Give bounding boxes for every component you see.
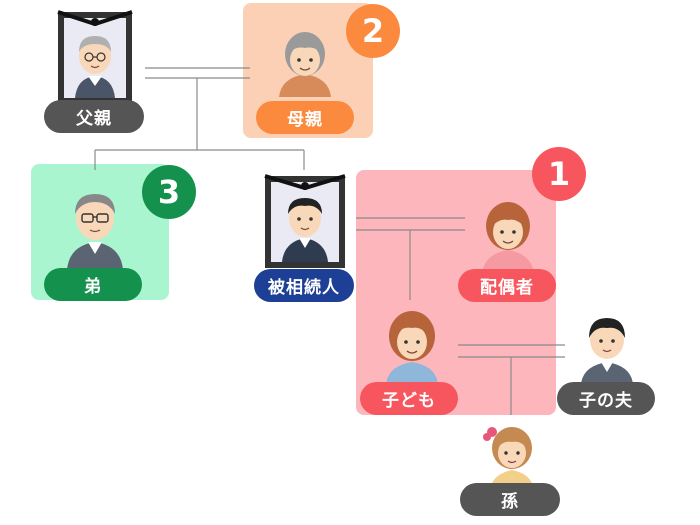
rank-2-badge: 2 [346,4,400,58]
girl-icon [483,427,534,490]
young-man-icon [581,318,633,384]
woman-icon [482,202,534,274]
father-label: 父親 [44,100,144,133]
rank-1-badge: 1 [532,147,586,201]
young-woman-icon [386,311,438,384]
memorial-portrait-man-icon [264,174,346,268]
spouse-label: 配偶者 [458,269,556,302]
grandchild-label: 孫 [460,483,560,516]
mother-label: 母親 [256,101,354,134]
decedent-label: 被相続人 [254,269,354,302]
child-label: 子ども [360,382,458,415]
middle-aged-man-icon [67,194,123,270]
elderly-woman-icon [279,32,331,97]
child-husband-label: 子の夫 [557,382,655,415]
memorial-portrait-elderly-man-icon [57,10,133,104]
rank-3-badge: 3 [142,165,196,219]
brother-label: 弟 [44,268,142,301]
